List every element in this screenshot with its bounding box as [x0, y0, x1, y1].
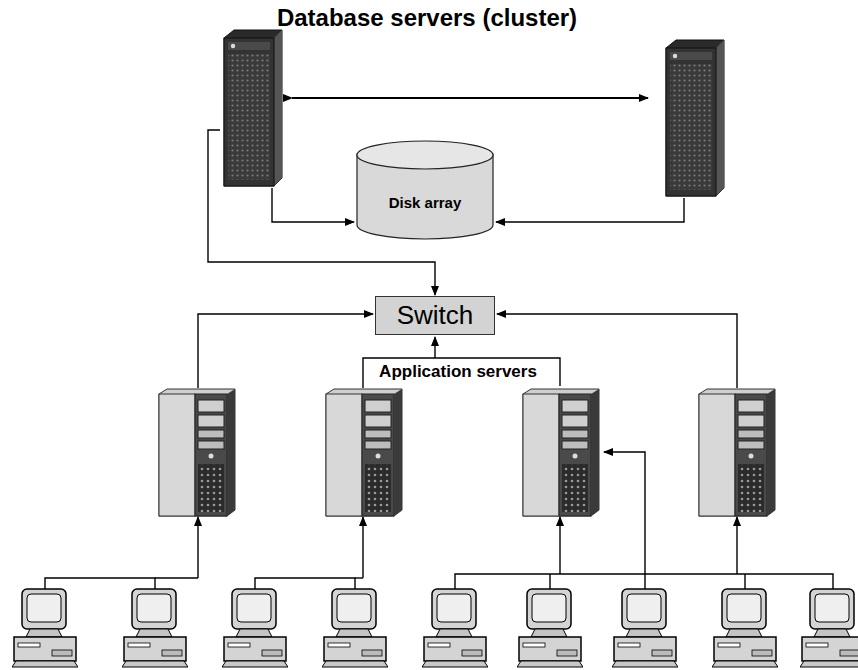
group-label: Application servers	[377, 362, 539, 382]
node-label: Disk array	[389, 194, 462, 211]
switch-box: Switch	[375, 296, 495, 335]
cylinder-outline	[356, 140, 494, 240]
disk-array: Disk array	[356, 140, 494, 240]
node-label: Switch	[397, 300, 474, 331]
diagram-title: Database servers (cluster)	[277, 4, 577, 32]
